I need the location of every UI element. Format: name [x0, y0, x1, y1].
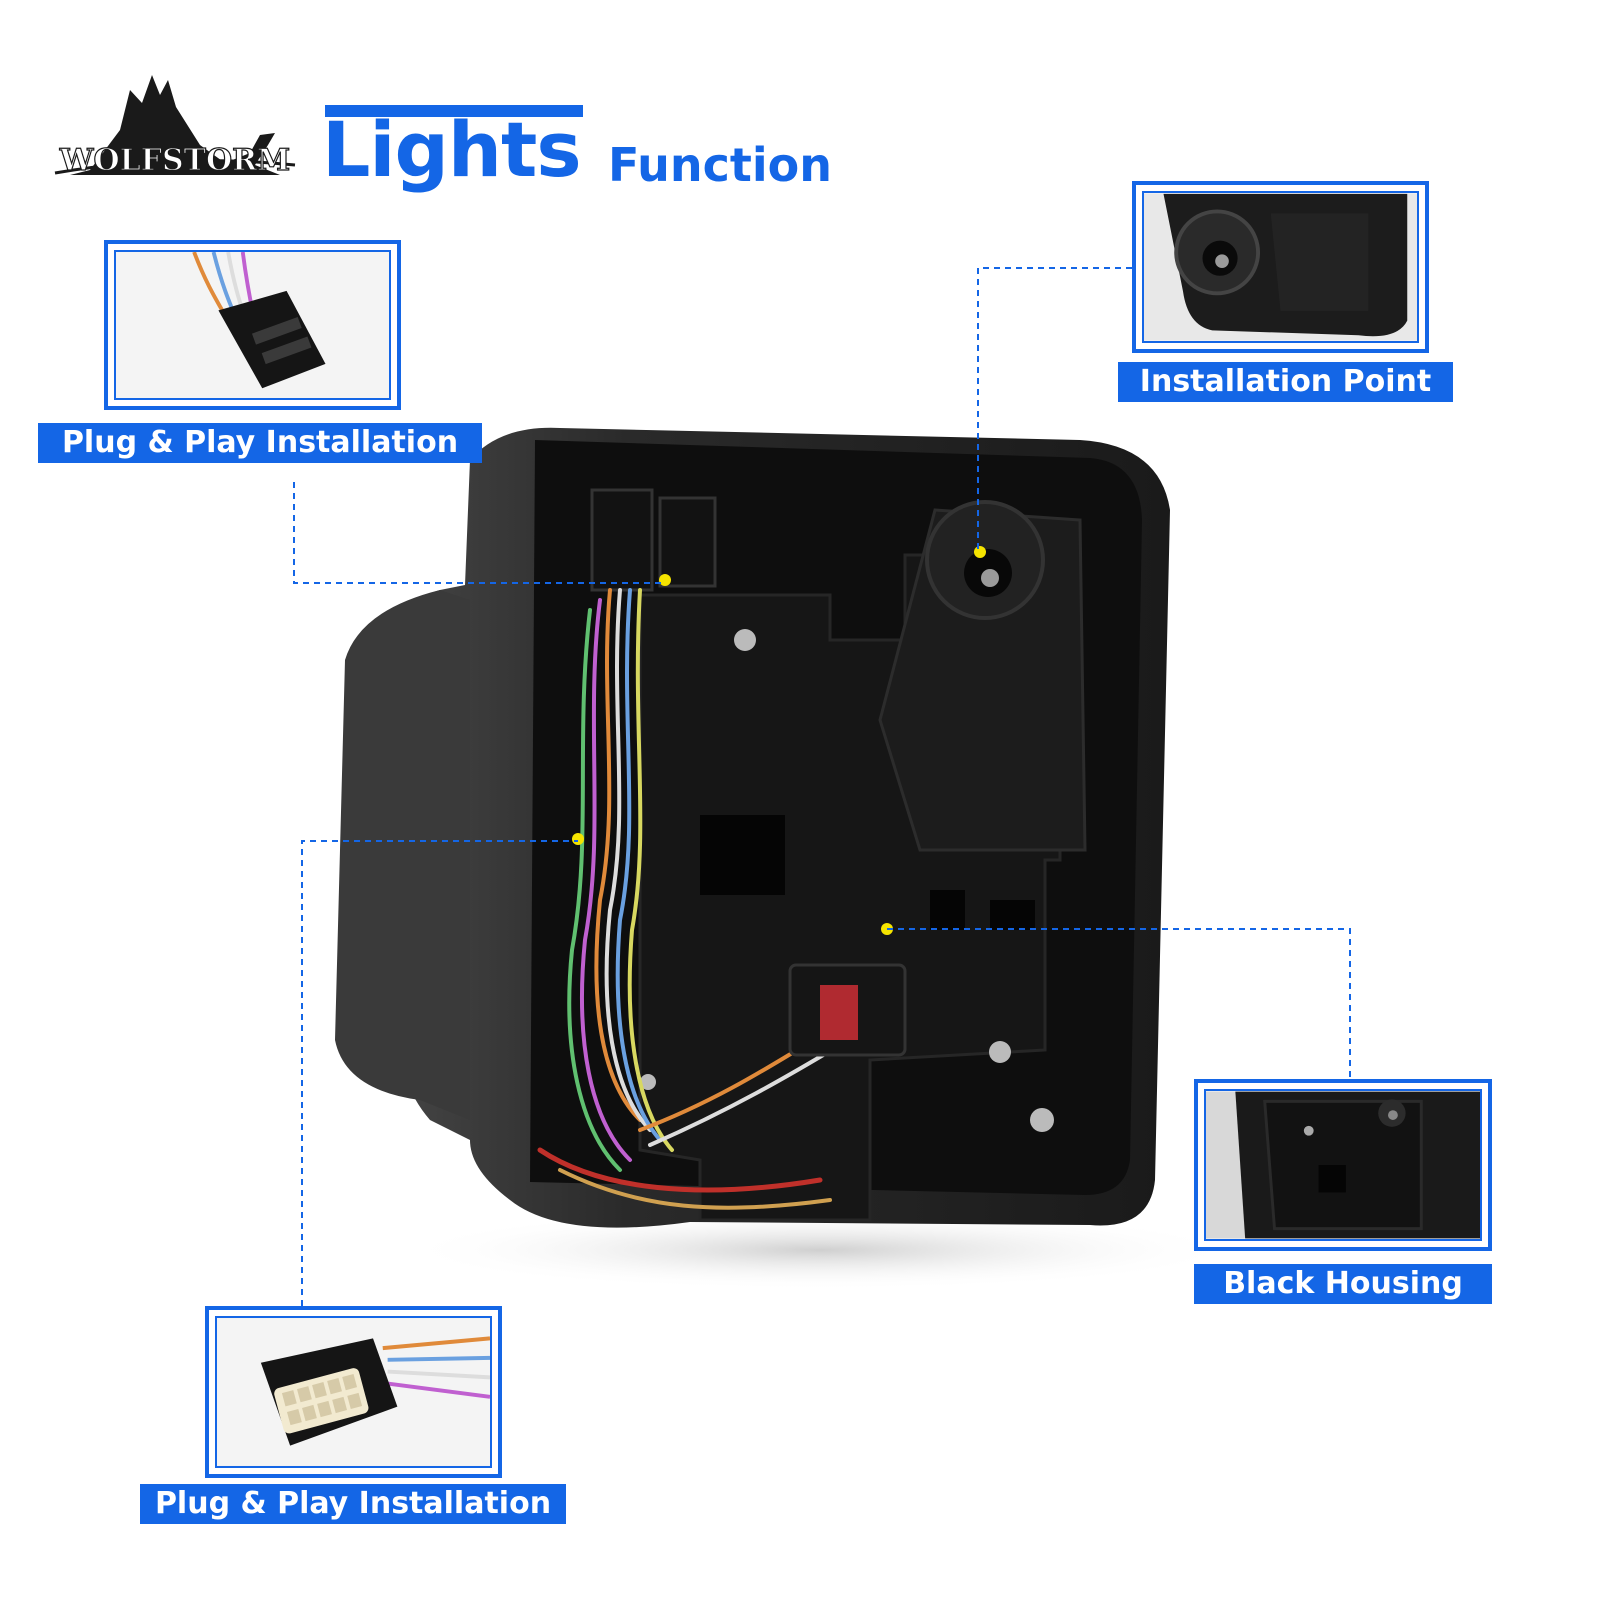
- connector-socket-icon: [217, 1318, 490, 1466]
- mount-socket-icon: [1144, 193, 1417, 341]
- brand-name: WOLFSTORM: [59, 143, 290, 178]
- connector-plug-icon: [116, 252, 389, 398]
- callout-black-housing-label: Black Housing: [1194, 1264, 1492, 1304]
- housing-closeup-icon: [1206, 1091, 1480, 1239]
- callout-installation-point-image: [1132, 181, 1429, 353]
- page-title: Lights: [322, 105, 582, 194]
- brand-logo: WOLFSTORM: [50, 35, 300, 195]
- callout-plug-top-image: [104, 240, 401, 410]
- callout-plug-top-label: Plug & Play Installation: [38, 423, 482, 463]
- wolf-logo-icon: WOLFSTORM: [54, 75, 296, 179]
- callout-plug-bottom-label: Plug & Play Installation: [140, 1484, 566, 1524]
- title-accent-bar: [325, 105, 583, 117]
- callout-installation-point-label: Installation Point: [1118, 362, 1453, 402]
- callout-plug-bottom-image: [205, 1306, 502, 1478]
- callout-black-housing-image: [1194, 1079, 1492, 1251]
- page-subtitle: Function: [608, 138, 833, 192]
